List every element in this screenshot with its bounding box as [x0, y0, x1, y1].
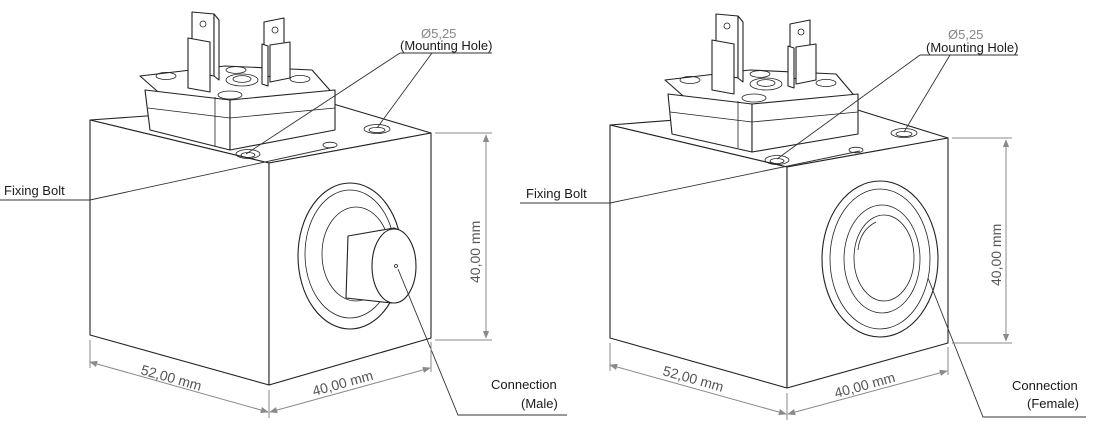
fixing-bolt-hole [235, 149, 261, 159]
coil-view-male: Ø5,25 (Mounting Hole) Fixing Bolt Connec… [0, 11, 567, 418]
male-connection [297, 182, 417, 330]
length-dimension-label: 52,00 mm [139, 361, 203, 393]
fixing-bolt-hole [764, 155, 790, 165]
coil-view-female: Ø5,25 (Mounting Hole) Fixing Bolt Connec… [520, 13, 1086, 420]
mounting-hole [363, 124, 391, 134]
connector-base-side [229, 89, 336, 151]
width-dimension-label: 40,00 mm [833, 369, 897, 401]
hole-diameter-label: Ø5,25 [948, 27, 983, 42]
mounting-hole-label: (Mounting Hole) [400, 38, 493, 53]
height-dimension-label: 40,00 mm [467, 221, 483, 283]
female-connection [821, 180, 939, 338]
fixing-bolt-label: Fixing Bolt [4, 183, 65, 198]
mounting-hole-label: (Mounting Hole) [926, 40, 1019, 55]
connector-base-side [751, 93, 859, 153]
connection-label: Connection [491, 377, 557, 392]
height-dimension-label: 40,00 mm [988, 224, 1004, 286]
connection-type-label: (Male) [521, 396, 558, 411]
mounting-hole [890, 128, 918, 138]
connection-type-label: (Female) [1027, 396, 1079, 411]
width-dimension-label: 40,00 mm [311, 367, 375, 399]
coil-left-face [89, 119, 270, 386]
connection-label: Connection [1012, 378, 1078, 393]
connector-pins [187, 11, 291, 93]
hole-diameter-label: Ø5,25 [421, 26, 456, 41]
top-hole-small [848, 146, 864, 154]
coil-left-face [609, 124, 788, 389]
fixing-bolt-label: Fixing Bolt [526, 186, 587, 201]
connector-pins [711, 13, 817, 95]
